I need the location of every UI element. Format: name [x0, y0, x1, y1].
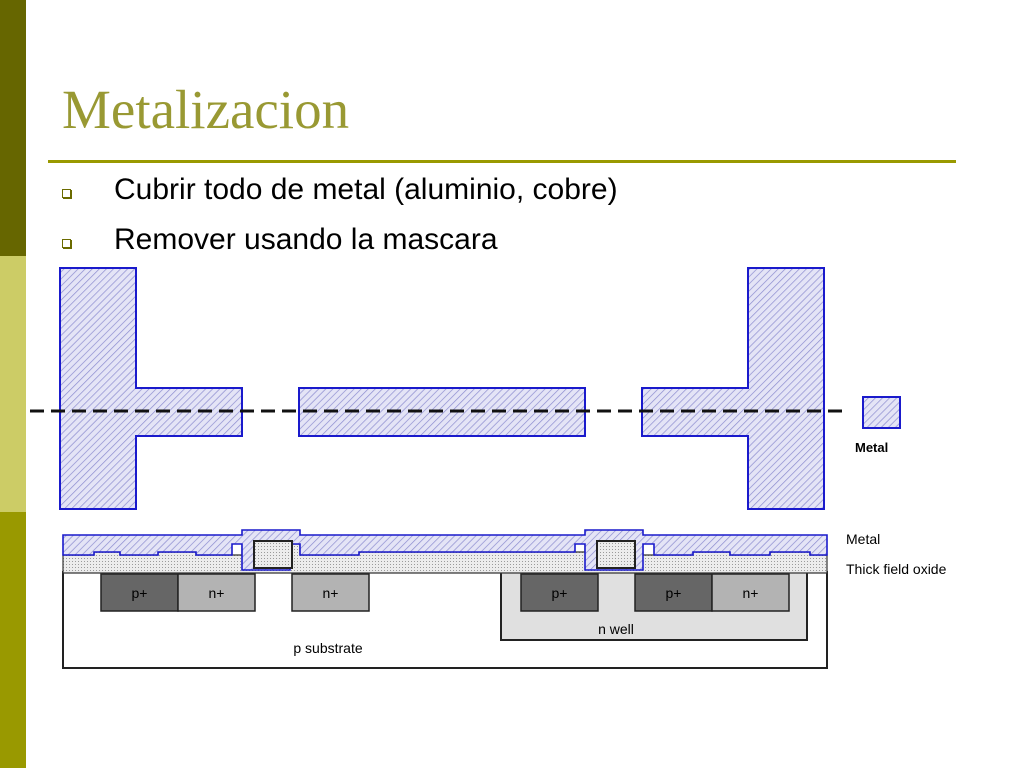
- legend-metal-label: Metal: [855, 440, 888, 455]
- region-label: n+: [743, 585, 759, 601]
- region-label: p+: [132, 585, 148, 601]
- side-bar-top: [0, 0, 26, 256]
- side-bar-middle: [0, 256, 26, 512]
- square-bullet-icon: [62, 189, 71, 198]
- bullet-text: Remover usando la mascara: [114, 223, 498, 256]
- diffusion-n-plus: [177, 573, 256, 612]
- diffusion-p-plus: [634, 573, 713, 612]
- region-label: n+: [209, 585, 225, 601]
- diffusion-p-plus: [520, 573, 599, 612]
- p-substrate-label: p substrate: [293, 640, 362, 656]
- region-label: p+: [666, 585, 682, 601]
- metal-layout-view: Metal: [30, 267, 901, 510]
- slide-title: Metalizacion: [62, 79, 350, 140]
- n-well-label: n well: [598, 621, 634, 637]
- cross-section-view: p+ n+ n+ p+ p+ n+ n well p substrate Met…: [62, 529, 947, 669]
- metal-shape-left: [59, 267, 243, 510]
- region-label: p+: [552, 585, 568, 601]
- field-oxide-label: Thick field oxide: [846, 561, 947, 577]
- legend-metal-swatch: [862, 396, 901, 429]
- diffusion-n-plus: [711, 573, 790, 612]
- metal-shape-right: [641, 267, 825, 510]
- metal-layer-label: Metal: [846, 531, 880, 547]
- square-bullet-icon: [62, 239, 71, 248]
- diffusion-n-plus: [291, 573, 370, 612]
- polysilicon-gate: [596, 540, 636, 569]
- diffusion-p-plus: [100, 573, 179, 612]
- region-label: n+: [323, 585, 339, 601]
- bullet-text: Cubrir todo de metal (aluminio, cobre): [114, 173, 618, 206]
- side-bar-bottom: [0, 512, 26, 768]
- title-underline: [48, 160, 956, 163]
- polysilicon-gate: [253, 540, 293, 569]
